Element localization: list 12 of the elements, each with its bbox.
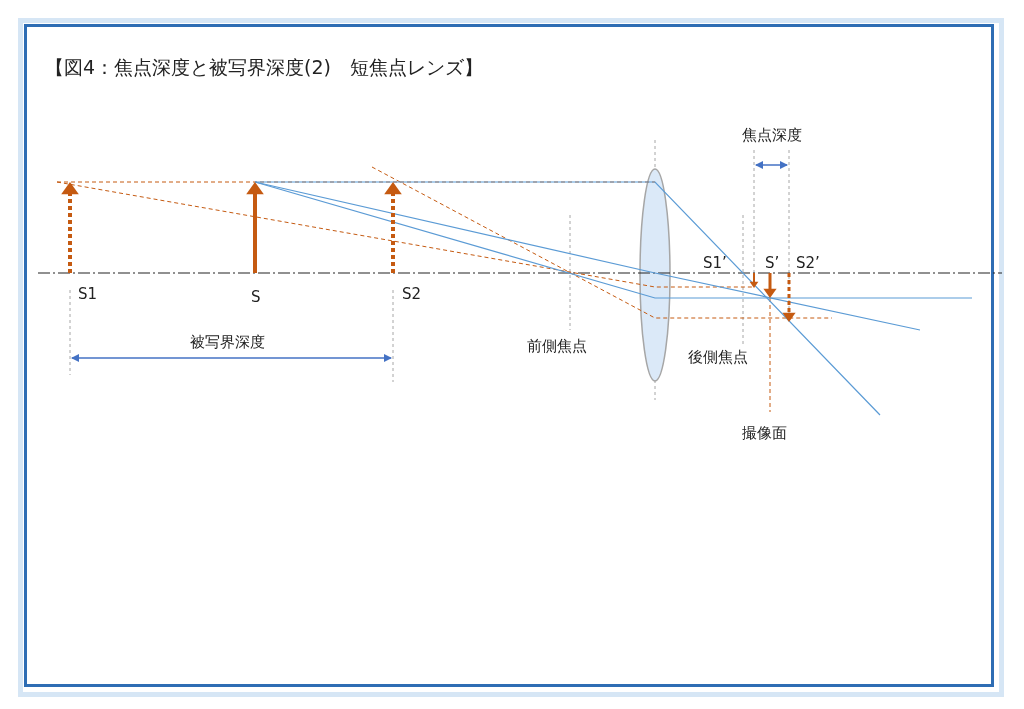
object-point-label: S bbox=[251, 289, 261, 306]
dimension-label: 被写界深度 bbox=[190, 334, 265, 351]
object-point-label: S1 bbox=[78, 286, 98, 303]
diagram-title: 【図4：焦点深度と被写界深度(2) 短焦点レンズ】 bbox=[45, 57, 483, 78]
image-point-label: S1’ bbox=[703, 255, 727, 272]
focal-point-label: 後側焦点 bbox=[688, 349, 748, 366]
image-point-label: S2’ bbox=[796, 255, 820, 272]
dimension-label: 焦点深度 bbox=[742, 127, 802, 144]
image-plane-label: 撮像面 bbox=[742, 425, 787, 442]
focal-point-label: 前側焦点 bbox=[527, 338, 587, 355]
object-point-label: S2 bbox=[402, 286, 422, 303]
image-point-label: S’ bbox=[765, 255, 780, 272]
